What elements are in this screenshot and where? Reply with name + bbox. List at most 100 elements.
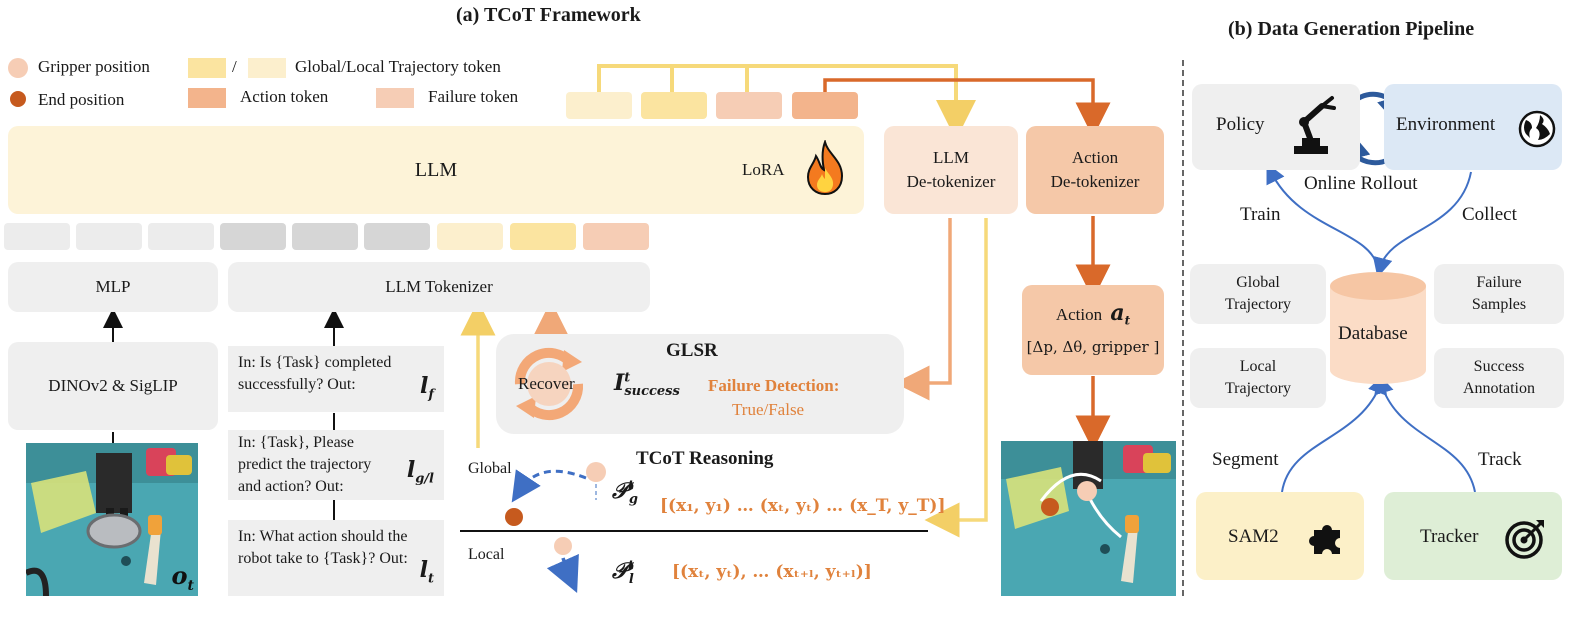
prompt-trajectory: In: {Task}, Please predict the trajector… xyxy=(228,430,444,500)
failure-samples-box: Failure Samples xyxy=(1434,264,1564,324)
action-output-label: Action at xyxy=(1055,300,1131,328)
failure-detection-label: Failure Detection: xyxy=(708,376,840,395)
detok-to-glsr-arrow xyxy=(894,218,952,401)
result-image xyxy=(1001,441,1176,596)
pl-symbol: 𝒫tl xyxy=(612,558,634,588)
legend-traj: Global/Local Trajectory token xyxy=(295,57,501,76)
success-annotation-box: Success Annotation xyxy=(1434,348,1564,408)
llm-detokenizer: LLM De-tokenizer xyxy=(884,126,1018,214)
observation-image: ot xyxy=(26,443,198,596)
llm-block: LLM LoRA xyxy=(8,126,864,214)
local-trajectory-box: Local Trajectory xyxy=(1190,348,1326,408)
token-bus-orange xyxy=(823,78,1111,138)
track-label: Track xyxy=(1478,449,1522,470)
success-annotation-line1: Success xyxy=(1473,358,1525,375)
database-icon xyxy=(1330,272,1426,384)
local-traj-line1: Local xyxy=(1239,358,1277,375)
end-dot-icon xyxy=(10,91,26,107)
sam2-label: SAM2 xyxy=(1228,526,1279,547)
online-rollout-label: Online Rollout xyxy=(1304,173,1418,194)
llm-detok-line1: LLM xyxy=(933,148,969,167)
action-output-vector: [Δp, Δθ, gripper ] xyxy=(1026,337,1160,356)
legend-local-swatch xyxy=(248,58,286,78)
segment-arrow xyxy=(1281,373,1387,493)
output-token-global xyxy=(641,92,707,119)
target-icon xyxy=(1505,520,1544,559)
prompt-trajectory-text: In: {Task}, Please predict the trajector… xyxy=(238,434,372,495)
input-token xyxy=(292,223,358,250)
legend-global-swatch xyxy=(188,58,226,78)
action-detok-line1: Action xyxy=(1071,148,1119,167)
collect-arrow xyxy=(1372,171,1472,278)
global-traj-line2: Trajectory xyxy=(1224,296,1292,313)
robot-arm-icon xyxy=(1294,96,1336,154)
prompt-action-symbol: lt xyxy=(419,556,434,586)
input-token xyxy=(220,223,286,250)
local-traj-line2: Trajectory xyxy=(1224,380,1292,397)
puzzle-icon xyxy=(1309,525,1340,554)
action-detokenizer: Action De-tokenizer xyxy=(1026,126,1164,214)
recover-cycle-icon xyxy=(514,347,584,421)
legend-gripper: Gripper position xyxy=(38,57,150,76)
observation-scene xyxy=(26,443,198,596)
input-token xyxy=(76,223,142,250)
llm-label: LLM xyxy=(414,158,458,181)
tracker-block: Tracker xyxy=(1384,492,1562,580)
globe-icon xyxy=(1518,110,1556,148)
local-traj-glyph xyxy=(546,537,579,593)
action-detok-line2: De-tokenizer xyxy=(1050,172,1140,191)
input-token xyxy=(148,223,214,250)
train-label: Train xyxy=(1240,204,1281,225)
panel-a-title: (a) TCoT Framework xyxy=(456,4,641,26)
global-sequence: [(x₁, y₁) … (xₜ, yₜ) … (x_T, y_T)] xyxy=(660,496,946,516)
obs-symbol: ot xyxy=(171,561,194,594)
tcot-local-label: Local xyxy=(468,546,505,563)
environment-block: Environment xyxy=(1384,84,1562,170)
gripper-dot-icon xyxy=(8,58,28,78)
action-output-box: Action at [Δp, Δθ, gripper ] xyxy=(1022,285,1164,375)
legend-end: End position xyxy=(38,90,125,109)
llm-tokenizer-block: LLM Tokenizer xyxy=(228,262,650,312)
output-token-local xyxy=(566,92,632,119)
environment-label: Environment xyxy=(1396,114,1496,135)
result-scene xyxy=(1001,441,1176,583)
legend-action-swatch xyxy=(188,88,226,108)
global-traj-line1: Global xyxy=(1236,274,1280,291)
legend-failure: Failure token xyxy=(428,87,519,106)
prompt-failure: In: Is {Task} completed successfully? Ou… xyxy=(228,346,444,412)
global-trajectory-box: Global Trajectory xyxy=(1190,264,1326,324)
policy-label: Policy xyxy=(1216,114,1265,135)
failure-detection-value: True/False xyxy=(732,400,805,419)
input-token xyxy=(510,223,576,250)
glsr-title: GLSR xyxy=(666,340,718,361)
tcot-global-label: Global xyxy=(468,460,512,477)
legend-action: Action token xyxy=(240,87,329,106)
llm-detok-line2: De-tokenizer xyxy=(906,172,996,191)
local-sequence: [(xₜ, yₜ), … (xₜ₊ₗ, yₜ₊ₗ)] xyxy=(672,562,872,582)
success-annotation-line2: Annotation xyxy=(1463,380,1535,397)
global-traj-glyph xyxy=(505,462,606,526)
pg-symbol: 𝒫tg xyxy=(612,478,638,508)
prompt-failure-text: In: Is {Task} completed successfully? Ou… xyxy=(238,354,392,393)
train-arrow xyxy=(1266,163,1379,269)
mlp-block: MLP xyxy=(8,262,218,312)
prompt-action: In: What action should the robot take to… xyxy=(228,520,444,596)
legend-slash: / xyxy=(232,57,237,76)
failure-samples-line1: Failure xyxy=(1476,274,1522,291)
legend-failure-swatch xyxy=(376,88,414,108)
detok-to-tcot-arrow xyxy=(924,218,988,538)
segment-label: Segment xyxy=(1212,449,1279,470)
token-bus-yellow xyxy=(597,64,958,120)
failure-samples-line2: Samples xyxy=(1471,296,1527,313)
success-symbol: Itsuccess xyxy=(614,370,680,400)
input-token xyxy=(437,223,503,250)
database-label: Database xyxy=(1338,323,1408,344)
sam2-block: SAM2 xyxy=(1196,492,1364,580)
panel-b-title: (b) Data Generation Pipeline xyxy=(1228,18,1475,40)
glsr-block: GLSR Recover Itsuccess Failure Detection… xyxy=(496,334,904,434)
input-token xyxy=(4,223,70,250)
prompt-trajectory-symbol: lg/l xyxy=(406,456,434,486)
collect-label: Collect xyxy=(1462,204,1517,225)
output-token-action xyxy=(792,92,858,119)
